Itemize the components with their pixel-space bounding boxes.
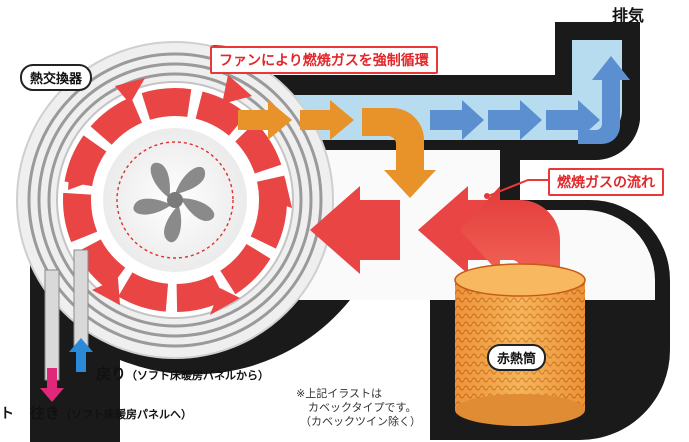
orange-arrows bbox=[238, 100, 436, 198]
return-label: 戻り（ソフト床暖房パネルから） bbox=[96, 363, 269, 384]
note-line-2: カベックタイプです。 bbox=[308, 401, 417, 414]
heat-exchanger-label: 熱交換器 bbox=[20, 64, 93, 91]
supply-arrow bbox=[40, 368, 64, 402]
supply-main: 往き bbox=[30, 404, 61, 422]
return-main: 戻り bbox=[96, 365, 127, 383]
blue-arrows bbox=[430, 56, 630, 144]
note-line-1: ※上記イラストは bbox=[296, 387, 382, 400]
fan-caption: ファンにより燃焼ガスを強制循環 bbox=[210, 46, 438, 74]
note-line-3: （カベックツイン除く） bbox=[300, 415, 421, 428]
burner-label: 赤熱筒 bbox=[487, 344, 547, 371]
exhaust-label: 排気 bbox=[612, 6, 645, 25]
return-arrow bbox=[69, 338, 93, 372]
supply-label: 往き（ソフト床暖房パネルへ） bbox=[30, 402, 192, 423]
edge-char: ト bbox=[0, 406, 14, 422]
gas-flow-label: 燃焼ガスの流れ bbox=[548, 168, 664, 196]
gas-flow-marker bbox=[484, 193, 490, 199]
fan-icon bbox=[133, 162, 215, 243]
illustration-note: ※上記イラストは カベックタイプです。 （カベックツイン除く） bbox=[296, 387, 421, 429]
ring-arrowheads bbox=[68, 75, 292, 315]
supply-sub: （ソフト床暖房パネルへ） bbox=[60, 408, 193, 421]
return-sub: （ソフト床暖房パネルから） bbox=[126, 369, 270, 382]
